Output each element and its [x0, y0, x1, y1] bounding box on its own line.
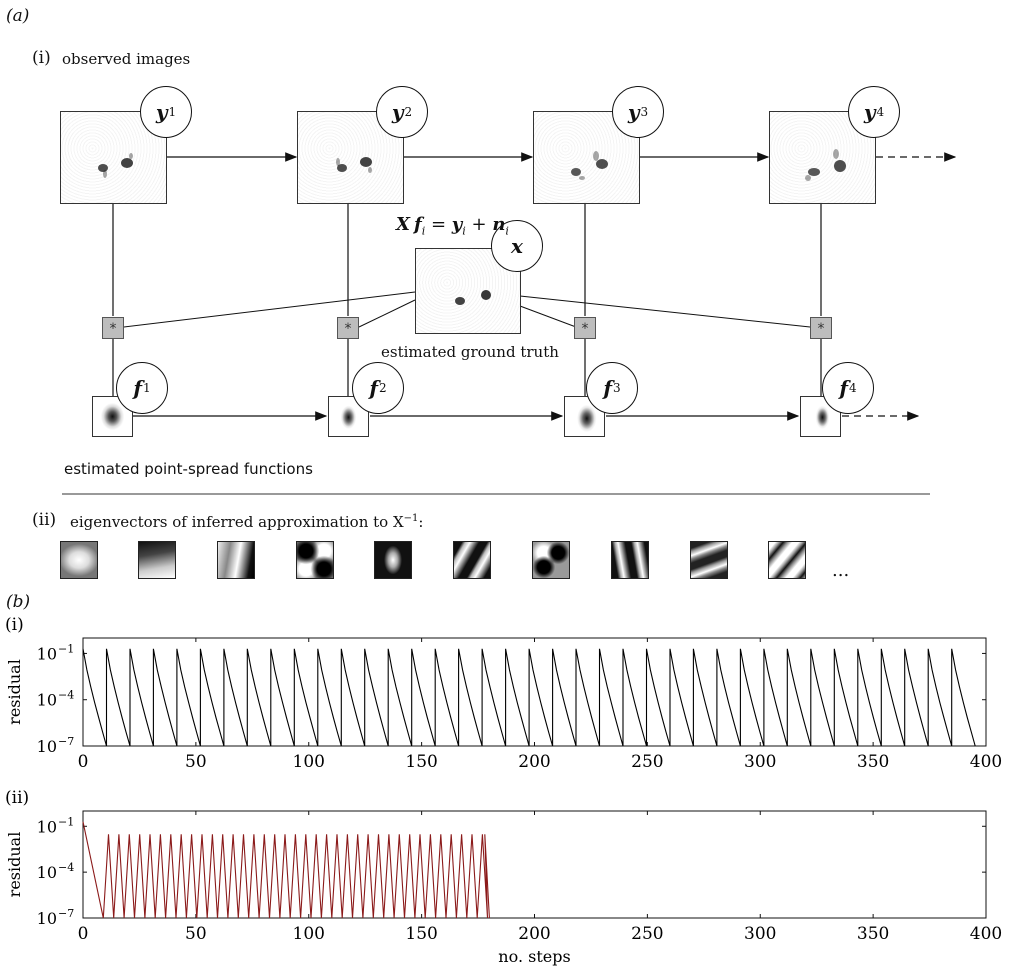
- chart-2-ytick-label: 10: [37, 863, 57, 882]
- chart-1-ytick-label: 10: [37, 691, 57, 710]
- convolution-operator-1: *: [102, 317, 124, 339]
- eigenvector-2: [138, 541, 176, 579]
- psf-caption: estimated point-spread functions: [64, 460, 313, 478]
- chart-1-frame: [83, 638, 986, 746]
- chart-2-xtick-label: 400: [970, 924, 1002, 944]
- chart-2-ytick-label: 10: [37, 909, 57, 928]
- eigenvector-9: [690, 541, 728, 579]
- chart-2-panel-label: (ii): [5, 788, 29, 808]
- eigenvector-ellipsis: ...: [832, 560, 849, 581]
- chart-2-xtick-label: 300: [744, 924, 776, 944]
- chart-2-xtick-label: 200: [518, 924, 550, 944]
- chart-1-ytick-exp: −7: [58, 735, 74, 748]
- eigenvector-10: [768, 541, 806, 579]
- chart-1-panel-label: (i): [5, 615, 24, 635]
- chart-1-ytick-exp: −1: [58, 642, 74, 655]
- chart-1-ytick-label: 10: [37, 737, 57, 756]
- section-divider: [62, 493, 930, 495]
- chart-2-residual-series: [83, 822, 489, 918]
- chart-1-xtick-label: 350: [857, 752, 889, 772]
- eigenvector-5: [374, 541, 412, 579]
- chart-1-ytick-exp: −4: [58, 689, 74, 702]
- convolution-operator-3: *: [574, 317, 596, 339]
- chart-2-xtick-label: 100: [293, 924, 325, 944]
- chart-2-ytick-exp: −4: [58, 861, 74, 874]
- chart-1-xtick-label: 250: [631, 752, 663, 772]
- eigenvector-3: [217, 541, 255, 579]
- chart-1-xtick-label: 100: [293, 752, 325, 772]
- chart-2-xtick-label: 50: [185, 924, 207, 944]
- chart-2-xlabel: no. steps: [498, 947, 570, 966]
- chart-1-residual-series: [83, 649, 975, 746]
- chart-2-ytick-label: 10: [37, 817, 57, 836]
- chart-2-xtick-label: 350: [857, 924, 889, 944]
- chart-1-xtick-label: 200: [518, 752, 550, 772]
- chart-2-ytick-exp: −1: [58, 815, 74, 828]
- eigenvectors-title: eigenvectors of inferred approximation t…: [70, 513, 423, 531]
- eigenvector-4: [296, 541, 334, 579]
- chart-2-ytick-exp: −7: [58, 907, 74, 920]
- chart-2-ylabel: residual: [5, 832, 24, 898]
- chart-1-xtick-label: 400: [970, 752, 1002, 772]
- chart-1-xtick-label: 0: [78, 752, 89, 772]
- chart-2-xtick-label: 150: [405, 924, 437, 944]
- eigenvector-7: [532, 541, 570, 579]
- convolution-operator-4: *: [810, 317, 832, 339]
- chart-2-xtick-label: 250: [631, 924, 663, 944]
- chart-1-ylabel: residual: [5, 659, 24, 725]
- chart-1-xtick-label: 300: [744, 752, 776, 772]
- chart-1-xtick-label: 150: [405, 752, 437, 772]
- chart-1-ytick-label: 10: [37, 644, 57, 663]
- eigenvector-6: [453, 541, 491, 579]
- chart-1-xtick-label: 50: [185, 752, 207, 772]
- convolution-operator-2: *: [337, 317, 359, 339]
- eigenvector-1: [60, 541, 98, 579]
- ground-truth-caption: estimated ground truth: [381, 343, 559, 361]
- sub-ii-label: (ii): [32, 510, 56, 530]
- eigenvector-8: [611, 541, 649, 579]
- chart-2-xtick-label: 0: [78, 924, 89, 944]
